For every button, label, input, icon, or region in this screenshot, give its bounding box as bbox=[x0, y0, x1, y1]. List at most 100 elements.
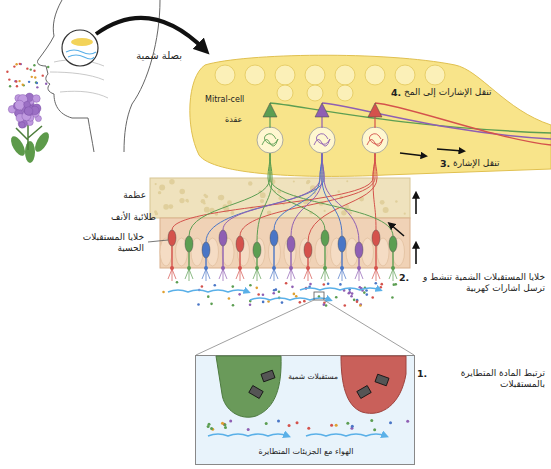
receptor-axon bbox=[373, 153, 375, 178]
part-label: عقدة bbox=[225, 115, 242, 125]
receptor-cilia bbox=[304, 269, 312, 281]
odor-molecule bbox=[389, 421, 392, 424]
odor-molecule bbox=[309, 283, 312, 286]
odor-molecule bbox=[176, 281, 179, 284]
receptor-cilia bbox=[287, 269, 295, 281]
glomerulus-tangle bbox=[367, 134, 383, 147]
flower-blossom bbox=[19, 122, 25, 128]
bone-texture bbox=[324, 210, 326, 212]
receptor-axon bbox=[240, 178, 375, 236]
odor-molecule bbox=[15, 80, 17, 82]
odor-molecule bbox=[228, 297, 231, 300]
odor-molecule bbox=[15, 63, 17, 65]
signal-arrow bbox=[400, 153, 425, 156]
odor-molecule bbox=[9, 85, 11, 87]
receptor-axon bbox=[291, 178, 322, 236]
supporting-cell bbox=[300, 238, 312, 266]
odor-molecule bbox=[348, 291, 351, 294]
bone-texture bbox=[169, 179, 174, 184]
zoom-leader bbox=[324, 300, 414, 355]
odor-molecule bbox=[323, 303, 326, 306]
receptor-cell bbox=[253, 242, 261, 258]
odor-molecule bbox=[255, 287, 258, 290]
receptor-dendrite bbox=[392, 252, 393, 268]
bone-texture bbox=[155, 183, 157, 185]
supporting-cell bbox=[362, 238, 374, 266]
glomerulus-tangle bbox=[262, 134, 278, 147]
receptor-cilia bbox=[168, 269, 176, 281]
bone-texture bbox=[230, 211, 234, 215]
receptor-axon bbox=[274, 178, 320, 230]
odor-molecule bbox=[350, 295, 353, 298]
step-label: ترتبط المادة المتطايرة بالمستقبلات bbox=[429, 368, 545, 391]
odor-molecule bbox=[288, 424, 291, 427]
odor-molecule bbox=[365, 293, 368, 296]
glomerulus bbox=[309, 127, 335, 153]
receptor-axon bbox=[172, 178, 373, 230]
bone-texture bbox=[179, 189, 185, 195]
odor-molecule bbox=[214, 284, 217, 287]
bone-texture bbox=[163, 204, 169, 210]
receptor-cilia bbox=[270, 269, 278, 281]
odor-molecule bbox=[265, 422, 268, 425]
signal-arrow bbox=[415, 194, 417, 214]
flower-blossom bbox=[15, 100, 25, 110]
mitral-cell bbox=[263, 103, 277, 117]
odor-molecule bbox=[359, 303, 362, 306]
receptor-axon bbox=[268, 178, 325, 230]
odor-molecule bbox=[370, 419, 373, 422]
receptor-cell bbox=[185, 236, 193, 252]
odor-molecule bbox=[34, 76, 36, 78]
odor-molecule bbox=[272, 292, 275, 295]
bulb-cell bbox=[305, 65, 325, 85]
flower-blossom bbox=[24, 107, 32, 115]
odor-molecule bbox=[14, 80, 16, 82]
receptor-axon bbox=[257, 178, 272, 242]
mitral-dendrite bbox=[374, 117, 375, 128]
bone-texture bbox=[218, 195, 223, 200]
odor-molecule bbox=[380, 283, 383, 286]
signal-arrow bbox=[390, 224, 404, 236]
odor-molecule bbox=[267, 300, 270, 303]
receptor-protein bbox=[261, 370, 275, 382]
odor-molecule bbox=[45, 83, 47, 85]
odor-molecule bbox=[249, 303, 252, 306]
receptor-cell-red bbox=[341, 356, 406, 413]
odor-molecule bbox=[343, 304, 346, 307]
odor-molecule bbox=[374, 282, 377, 285]
bulb-cell bbox=[365, 65, 385, 85]
bulb-cell bbox=[395, 65, 415, 85]
odor-molecule bbox=[323, 283, 326, 286]
glomerulus bbox=[257, 127, 283, 153]
odor-molecule bbox=[238, 293, 241, 296]
zoom-inset: مستقبلات شميةالهواء مع الجزيئات المتطاير… bbox=[195, 355, 415, 465]
receptor-dendrite bbox=[171, 246, 172, 268]
odor-molecule bbox=[232, 304, 235, 307]
receptor-dendrite bbox=[375, 246, 376, 268]
odor-molecule bbox=[278, 291, 281, 294]
receptor-cell bbox=[270, 230, 278, 246]
receptor-axon bbox=[308, 178, 377, 242]
bone-texture bbox=[185, 199, 188, 202]
odor-molecule bbox=[327, 282, 330, 285]
receptor-dendrite bbox=[273, 246, 274, 268]
bulb-cell bbox=[307, 85, 323, 101]
bone-texture bbox=[158, 191, 161, 194]
receptor-cell bbox=[338, 236, 346, 252]
mitral-dendrite bbox=[321, 117, 322, 128]
airflow-arrow bbox=[306, 434, 386, 436]
signal-arrow bbox=[415, 244, 417, 264]
odor-molecule bbox=[359, 304, 362, 307]
odor-molecule bbox=[391, 296, 394, 299]
receptor-axon bbox=[324, 178, 359, 242]
odor-molecule bbox=[13, 65, 15, 67]
odor-molecule bbox=[307, 427, 310, 430]
receptor-protein bbox=[357, 386, 371, 399]
receptor-cell bbox=[321, 230, 329, 246]
flower-blossom bbox=[33, 95, 41, 103]
odor-molecule bbox=[262, 294, 265, 297]
odor-molecule bbox=[353, 299, 356, 302]
receptor-cilia bbox=[355, 269, 363, 281]
odor-molecule bbox=[207, 295, 210, 298]
